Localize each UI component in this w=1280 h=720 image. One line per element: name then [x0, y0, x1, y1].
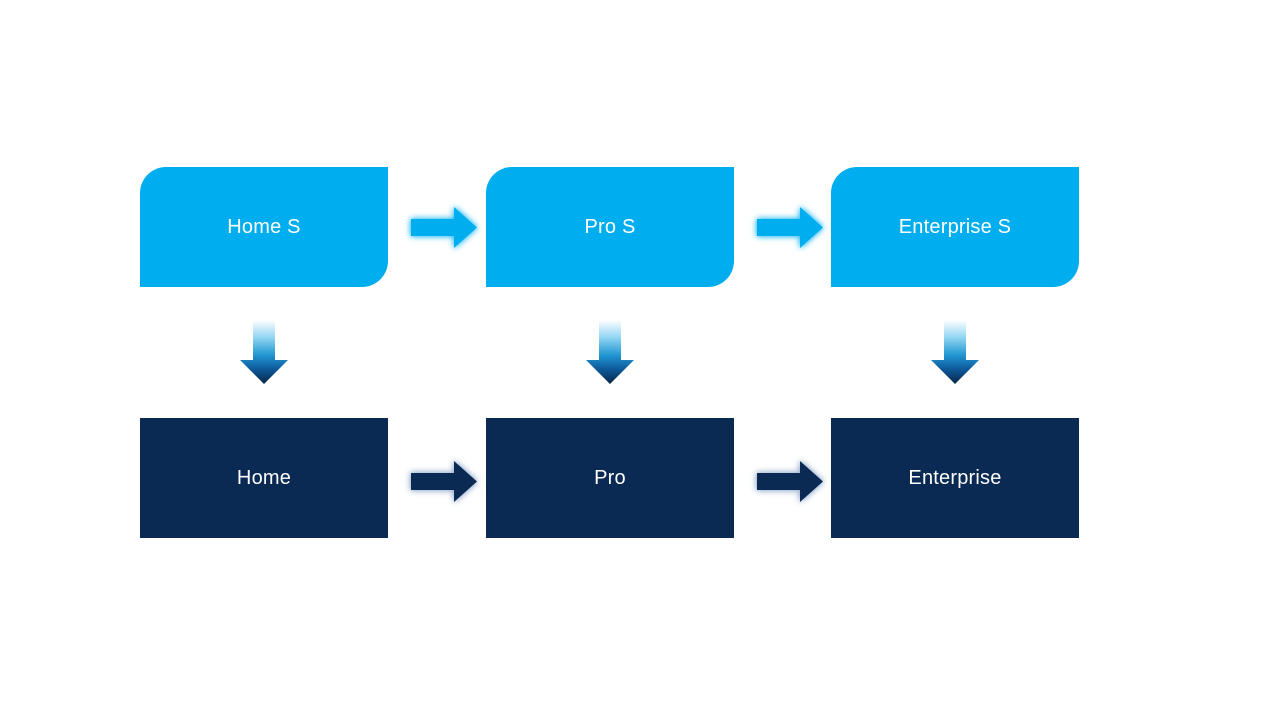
box-home: Home [140, 418, 388, 538]
box-home-s: Home S [140, 167, 388, 287]
right-arrow-icon [411, 204, 477, 251]
box-pro: Pro [486, 418, 734, 538]
box-enterprise-s: Enterprise S [831, 167, 1079, 287]
box-enterprise-s-label: Enterprise S [898, 215, 1012, 238]
box-home-label: Home [236, 466, 292, 489]
right-arrow-icon [757, 204, 823, 251]
down-arrow-icon [586, 320, 634, 384]
box-pro-s-label: Pro S [584, 215, 636, 238]
box-home-s-label: Home S [227, 215, 301, 238]
box-enterprise-label: Enterprise [908, 466, 1002, 489]
down-arrow-icon [931, 320, 979, 384]
box-pro-label: Pro [594, 466, 626, 489]
down-arrow-icon [240, 320, 288, 384]
box-pro-s: Pro S [486, 167, 734, 287]
box-enterprise: Enterprise [831, 418, 1079, 538]
right-arrow-icon [757, 458, 823, 505]
right-arrow-icon [411, 458, 477, 505]
